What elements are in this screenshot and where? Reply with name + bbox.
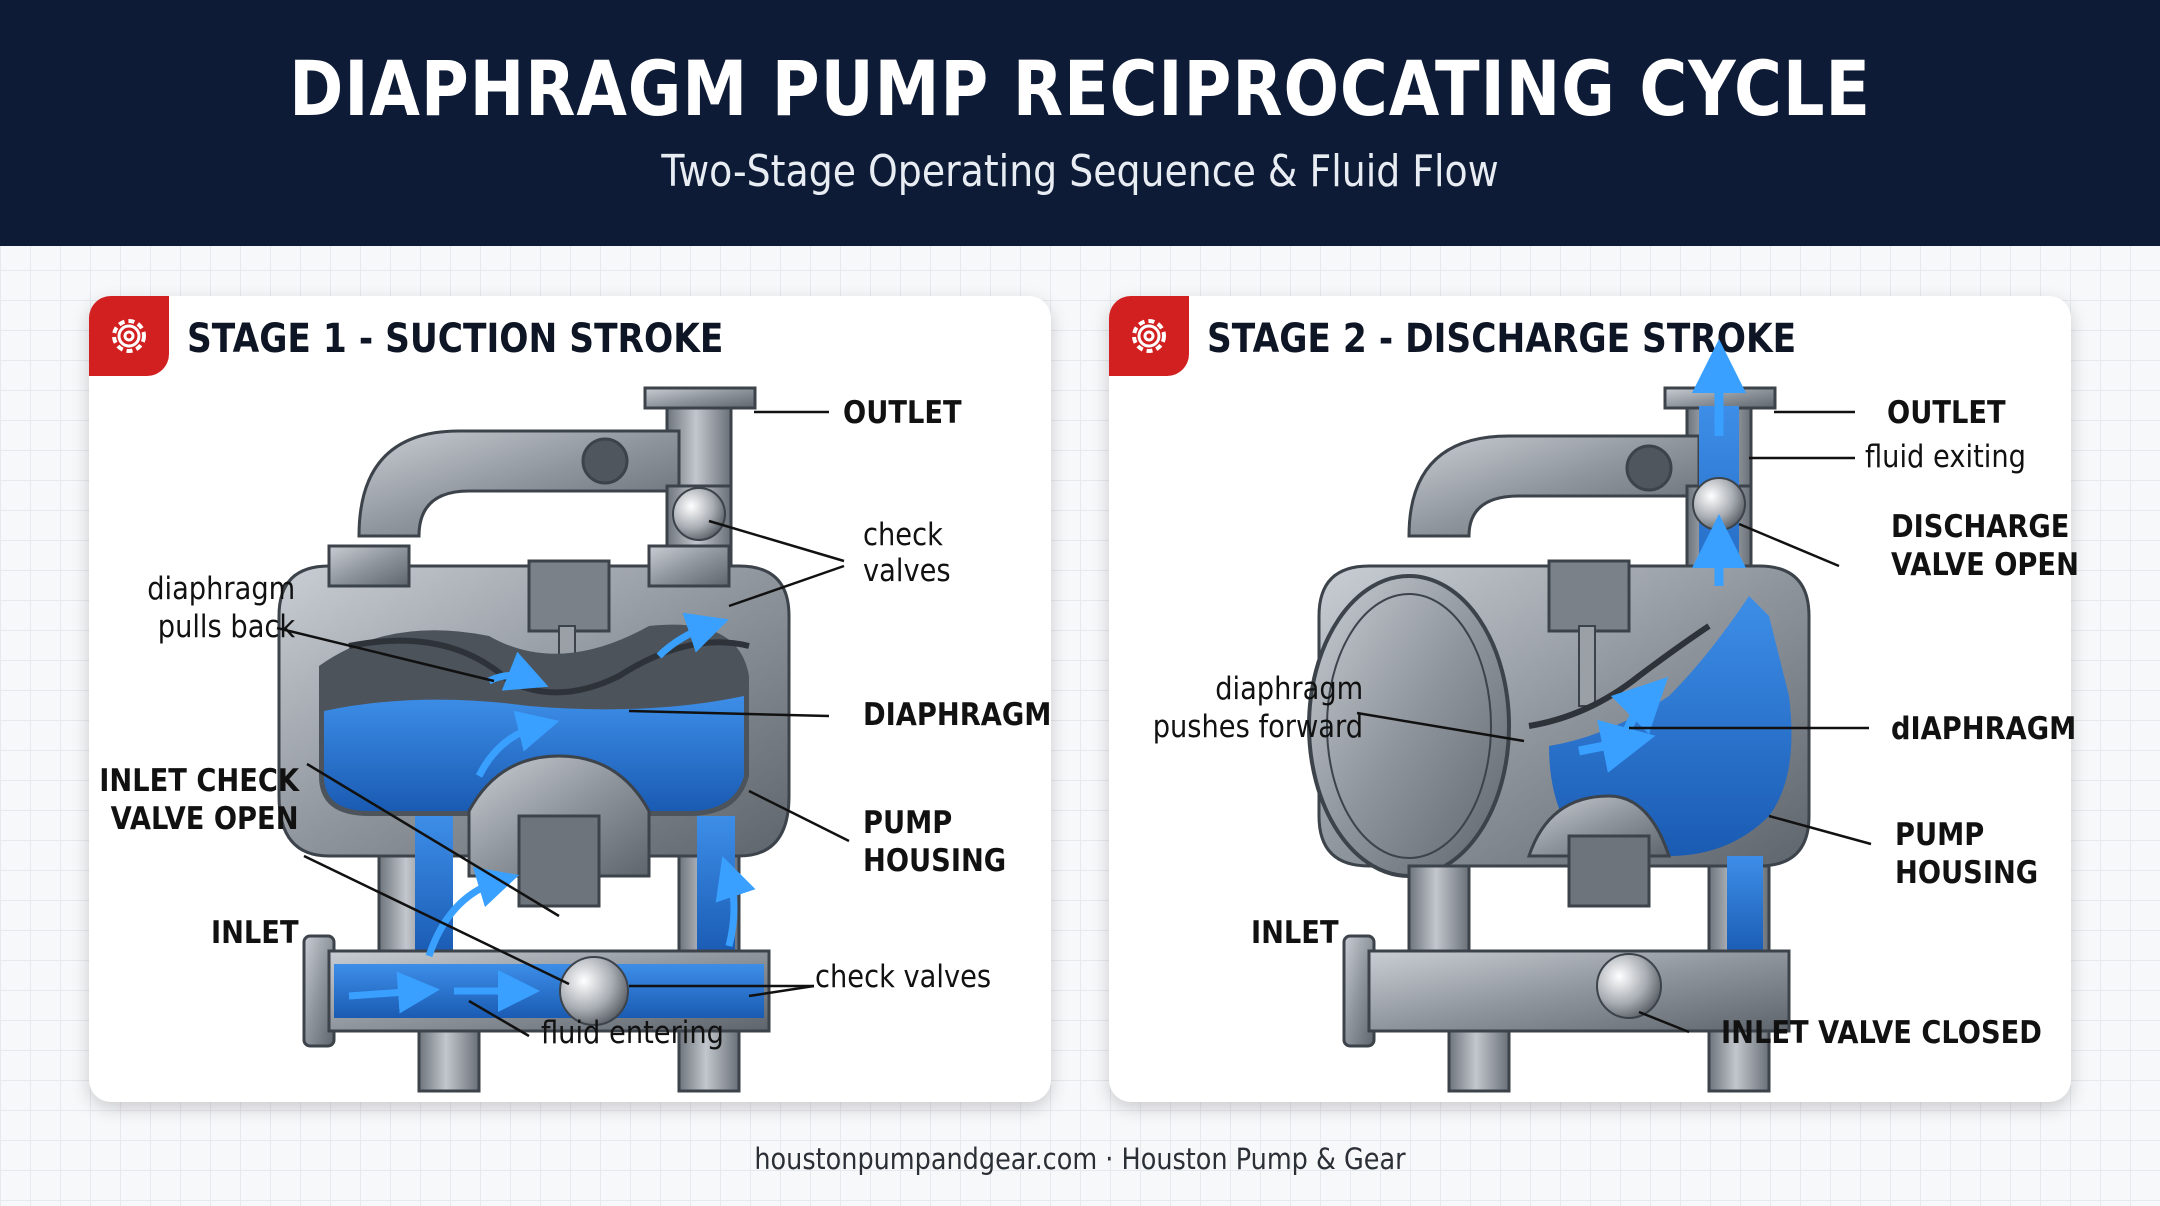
diaphragm-action-line2: pushes forward	[1152, 709, 1363, 745]
stage-2-badge	[1109, 296, 1189, 376]
discharge-valve-label-line2: VALVE OPEN	[1891, 547, 2079, 583]
discharge-check-ball	[1692, 477, 1746, 531]
inlet-valve-closed-label: INLET VALVE CLOSED	[1721, 1015, 2042, 1051]
top-check-ball	[672, 487, 726, 541]
fluid-exiting-label: fluid exiting	[1865, 439, 2026, 475]
discharge-valve-label-line1: DISCHARGE	[1891, 509, 2070, 545]
stage-1-title: STAGE 1 - SUCTION STROKE	[187, 316, 724, 362]
suction-stroke-diagram	[276, 386, 850, 1093]
diaphragm-action-line1: diaphragm	[1214, 671, 1363, 707]
inlet-pipe	[302, 934, 771, 1093]
stage-1-badge	[89, 296, 169, 376]
diaphragm-action-line2: pulls back	[157, 609, 295, 645]
flow-arrows	[1578, 339, 1746, 773]
check-valves-bottom-label: check valves	[815, 959, 992, 995]
stage-2-panel: STAGE 2 - DISCHARGE STROKE	[1109, 296, 2079, 1102]
fluid-chamber	[1549, 596, 1792, 856]
diaphragm-label: DIAPHRAGM	[863, 697, 1052, 733]
footer-credit: houstonpumpandgear.com · Houston Pump & …	[754, 1142, 1406, 1176]
stage-1-panel: STAGE 1 - SUCTION STROKE	[89, 296, 1051, 1102]
gear-icon	[1132, 319, 1166, 353]
inlet-label: INLET	[1251, 915, 1339, 951]
callout-lines	[276, 410, 850, 1038]
fluid-chamber	[324, 696, 744, 811]
page-subtitle: Two-Stage Operating Sequence & Fluid Flo…	[661, 146, 1499, 197]
pump-body	[1307, 559, 1811, 908]
inlet-pipe	[1342, 934, 1791, 1093]
check-valves-label-line2: valves	[863, 553, 951, 589]
gear-icon	[112, 319, 146, 353]
diaphragm-label: dIAPHRAGM	[1891, 711, 2077, 747]
pump-housing-label-line2: HOUSING	[863, 843, 1007, 879]
inlet-check-ball	[559, 956, 629, 1026]
page-title: DIAPHRAGM PUMP RECIPROCATING CYCLE	[289, 44, 1871, 133]
outlet-label: OUTLET	[843, 395, 962, 431]
diaphragm-action-line1: diaphragm	[146, 571, 295, 607]
pump-housing-label-line1: PUMP	[1895, 817, 1985, 853]
check-valves-label-line1: check	[863, 517, 943, 553]
inlet-check-ball	[1596, 953, 1662, 1019]
inlet-valve-label-line2: VALVE OPEN	[111, 801, 299, 837]
inlet-label: INLET	[211, 915, 299, 951]
diaphragm-membrane	[1528, 623, 1711, 729]
outlet-label: OUTLET	[1887, 395, 2006, 431]
fluid-entering-label: fluid entering	[541, 1015, 724, 1051]
header-banner: DIAPHRAGM PUMP RECIPROCATING CYCLE Two-S…	[0, 0, 2160, 246]
discharge-stroke-diagram	[1307, 339, 1872, 1093]
pump-housing-label-line1: PUMP	[863, 805, 953, 841]
callout-lines	[1356, 410, 1872, 1034]
pump-housing-label-line2: HOUSING	[1895, 855, 2039, 891]
inlet-valve-label-line1: INLET CHECK	[99, 763, 299, 799]
flow-arrows	[348, 612, 756, 1014]
